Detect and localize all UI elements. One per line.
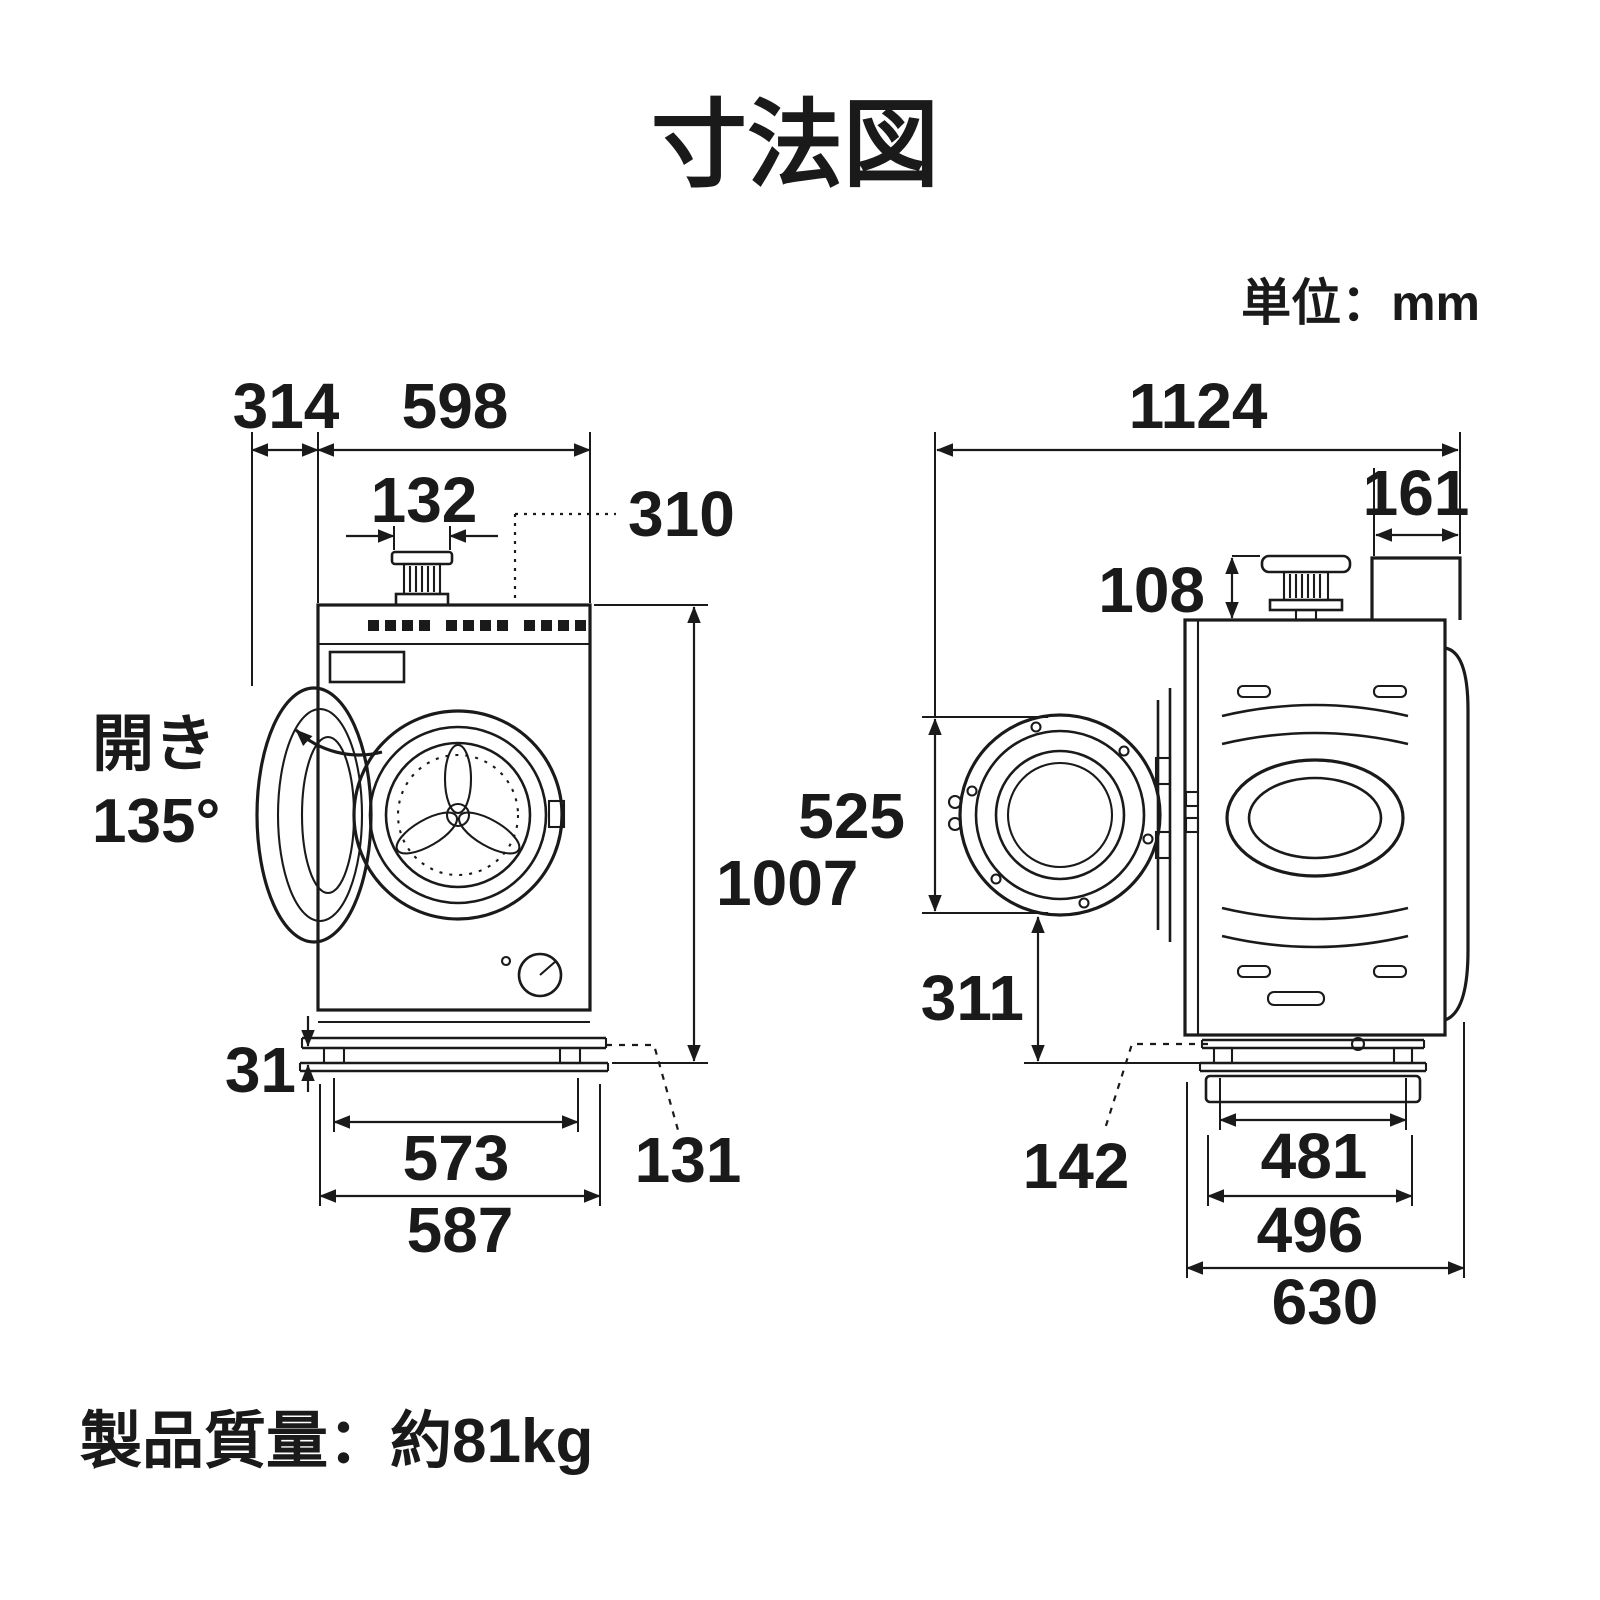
side-top-dimensions: 1124 161 [934,370,1470,717]
dim-label-573: 573 [403,1122,510,1194]
base-handle [1350,1036,1366,1052]
front-foot-dimension: 31 [225,1016,315,1106]
front-base [298,1020,610,1073]
dim-label-525: 525 [798,780,905,852]
front-body [316,603,592,1012]
dim-label-131: 131 [635,1124,742,1196]
front-machine-outline [255,550,610,1073]
side-exhaust-dimension: 108 [1098,554,1260,626]
dim-label-481: 481 [1261,1120,1368,1192]
door-hinge-pin-top [947,794,963,810]
dim-label-1007: 1007 [716,847,858,919]
front-bottom-dimensions: 573 131 587 [319,1043,742,1266]
dim-label-310: 310 [628,478,735,550]
door-hinge-pin-bottom [947,816,963,832]
dim-label-314: 314 [233,370,340,442]
door-latch [547,799,566,829]
drum-opening [384,741,532,889]
dim-label-311: 311 [921,962,1024,1034]
side-door-dimension: 525 [798,716,1048,914]
unit-label: 単位：mm [1241,275,1480,331]
dim-label-496: 496 [1257,1194,1364,1266]
door-open-angle: 135° [92,787,220,856]
dim-label-630: 630 [1272,1266,1379,1338]
product-weight-label: 製品質量：約81kg [80,1407,593,1476]
leader-131 [606,1043,680,1131]
side-panel-embossing [1221,684,1409,1007]
page-title: 寸法図 [651,92,939,199]
front-view: 314 598 132 310 [92,370,858,1266]
door-bolts [966,721,1154,909]
side-rear-bump [1444,646,1470,1022]
front-exhaust-dimensions: 132 310 [346,464,735,600]
dim-label-132: 132 [371,464,478,536]
side-machine-outline [947,554,1470,1104]
side-top-rear-step [1370,556,1462,620]
front-open-door [255,686,383,944]
side-clearance-dimension: 311 [921,916,1202,1064]
front-drain-knob [500,952,563,998]
side-view: 1124 161 108 [798,370,1470,1338]
drum-texture-ring [396,753,520,877]
dim-label-598: 598 [402,370,509,442]
front-door-assembly [352,709,566,921]
dim-label-108: 108 [1098,554,1205,626]
side-bottom-dimensions: 142 481 496 630 [1023,1022,1465,1338]
front-exhaust-vent [390,550,454,607]
side-hinge-hardware [1154,688,1200,942]
side-exhaust-vent [1260,554,1352,622]
door-open-word: 開き [92,710,216,779]
front-display-window [328,650,406,684]
side-open-door [947,713,1162,917]
drum-paddles [395,743,521,855]
dim-label-1124: 1124 [1129,370,1268,442]
leader-142 [1102,1042,1208,1133]
dim-label-31: 31 [225,1034,296,1106]
dim-label-587: 587 [407,1194,514,1266]
door-ring-inner [368,725,548,905]
front-top-dimensions: 314 598 [233,370,591,686]
dim-label-142: 142 [1023,1130,1130,1202]
front-control-panel [318,620,590,684]
side-base [1198,1036,1428,1104]
dim-label-161: 161 [1363,457,1470,529]
door-swing-arrow [294,728,383,757]
